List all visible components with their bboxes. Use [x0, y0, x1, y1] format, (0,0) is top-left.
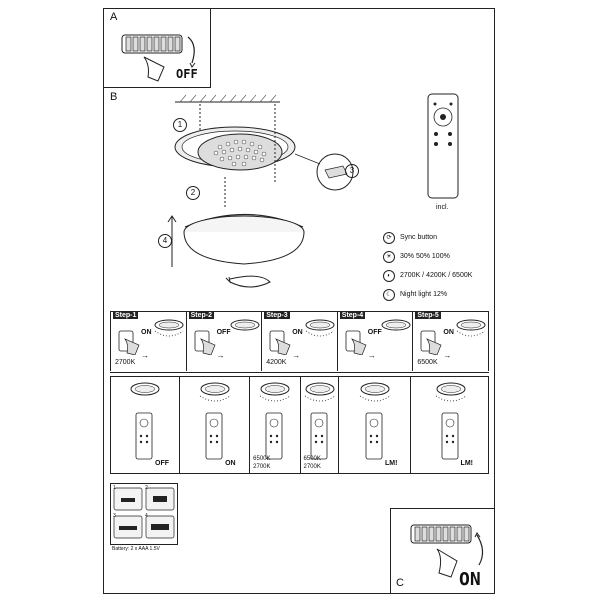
- hand-switch-icon: [420, 330, 442, 355]
- step-title: Step-5: [415, 312, 441, 319]
- switch-state: ON: [141, 329, 152, 336]
- remote-icon: [365, 412, 383, 460]
- off-label: OFF: [176, 67, 198, 81]
- legend-text: 30% 50% 100%: [400, 253, 450, 260]
- op-label: LM!: [460, 460, 473, 467]
- remote-icon: [310, 412, 327, 460]
- color-temperature-icon: ◐: [383, 269, 395, 282]
- lamp-icon: [435, 382, 466, 402]
- legend-row-sync: ⟳ Sync button: [383, 228, 493, 247]
- lamp-icon: [381, 319, 411, 331]
- lamp-icon: [199, 382, 231, 402]
- remote-icon: [265, 412, 283, 460]
- op-label-bottom: 2700K: [303, 464, 321, 470]
- steps-row: [110, 311, 489, 373]
- arrow-icon: →: [443, 351, 452, 360]
- remote-op-cell: LM!: [338, 376, 410, 474]
- remote-icon: [441, 412, 458, 460]
- color-temperature: 6500K: [417, 359, 438, 366]
- arrow-icon: →: [367, 351, 376, 360]
- lamp-icon: [230, 319, 260, 331]
- remote-op-cell: 6500K 2700K: [249, 376, 299, 474]
- op-label: ON: [225, 460, 236, 467]
- battery-box: [110, 483, 178, 545]
- lamp-installation-drawing: [167, 94, 354, 288]
- lamp-icon: [305, 319, 335, 337]
- sync-icon: ⟳: [383, 231, 395, 244]
- battery-illustration: [113, 487, 175, 539]
- on-label: ON: [459, 569, 481, 590]
- switch-state: OFF: [216, 329, 231, 336]
- switch-off-illustration: [121, 34, 196, 82]
- battery-step-1: 1: [113, 485, 116, 491]
- battery-text: Battery: 2 x AAA 1.5V: [112, 546, 160, 552]
- op-label: OFF: [155, 460, 169, 467]
- arrow-icon: →: [292, 351, 301, 360]
- section-c-box: C ON: [390, 508, 495, 594]
- step-title: Step-2: [188, 312, 214, 319]
- battery-step-4: 4: [145, 513, 148, 519]
- legend-text: Sync button: [400, 234, 437, 241]
- section-c-letter: C: [396, 577, 404, 589]
- lamp-icon: [359, 382, 391, 402]
- section-b-letter: B: [110, 91, 118, 103]
- remote-op-cell: OFF: [110, 376, 179, 474]
- section-a-box: A OFF: [103, 8, 211, 88]
- hand-switch-icon: [118, 330, 140, 355]
- switch-state: ON: [443, 329, 454, 336]
- hand-switch-icon: [345, 330, 367, 355]
- battery-step-2: 2: [145, 485, 148, 491]
- remote-ops-container: OFF ON 6500K 2700K 6500K 2700K LM! LM!: [110, 376, 489, 474]
- callout-1: 1: [173, 118, 187, 132]
- remote-control-illustration: [427, 93, 459, 199]
- lamp-icon: [130, 382, 160, 396]
- lamp-icon: [304, 382, 335, 402]
- op-label-top: 6500K: [253, 456, 271, 462]
- hand-switch-icon: [194, 330, 216, 355]
- color-temperature: 2700K: [115, 359, 136, 366]
- legend-row-color-temperature: ◐ 2700K / 4200K / 6500K: [383, 266, 493, 285]
- hand-switch-icon: [269, 330, 291, 355]
- arrow-icon: →: [216, 351, 225, 360]
- op-label: LM!: [385, 460, 398, 467]
- switch-state: OFF: [367, 329, 382, 336]
- legend-row-night-light: ☾ Night light 12%: [383, 285, 493, 304]
- page-frame: [103, 8, 495, 594]
- arrow-icon: →: [141, 351, 149, 360]
- remote-icon: [135, 412, 153, 460]
- lamp-icon: [154, 319, 184, 337]
- lamp-icon: [259, 382, 291, 402]
- function-legend: ⟳ Sync button ☀ 30% 50% 100% ◐ 2700K / 4…: [383, 228, 493, 304]
- night-light-icon: ☾: [383, 288, 395, 301]
- legend-text: 2700K / 4200K / 6500K: [400, 272, 473, 279]
- remote-op-cell: ON: [179, 376, 249, 474]
- section-a-letter: A: [110, 11, 118, 23]
- legend-text: Night light 12%: [400, 291, 448, 298]
- legend-row-brightness: ☀ 30% 50% 100%: [383, 247, 493, 266]
- remote-op-cell: LM!: [410, 376, 489, 474]
- switch-state: ON: [292, 329, 303, 336]
- lamp-icon: [456, 319, 486, 337]
- callout-4: 4: [158, 234, 172, 248]
- remote-icon: [205, 412, 223, 460]
- op-label-bottom: 2700K: [253, 464, 271, 470]
- op-label-top: 6500K: [303, 456, 321, 462]
- battery-step-3: 3: [113, 513, 116, 519]
- brightness-icon: ☀: [383, 250, 395, 263]
- step-title: Step-4: [339, 312, 366, 319]
- callout-3: 3: [345, 164, 359, 178]
- remote-op-cell: 6500K 2700K: [299, 376, 339, 474]
- callout-2: 2: [186, 186, 200, 200]
- step-title: Step-3: [264, 312, 290, 319]
- step-title: Step-1: [113, 312, 139, 319]
- switch-on-illustration: [410, 524, 484, 578]
- color-temperature: 4200K: [266, 359, 287, 366]
- remote-caption: incl.: [436, 204, 449, 211]
